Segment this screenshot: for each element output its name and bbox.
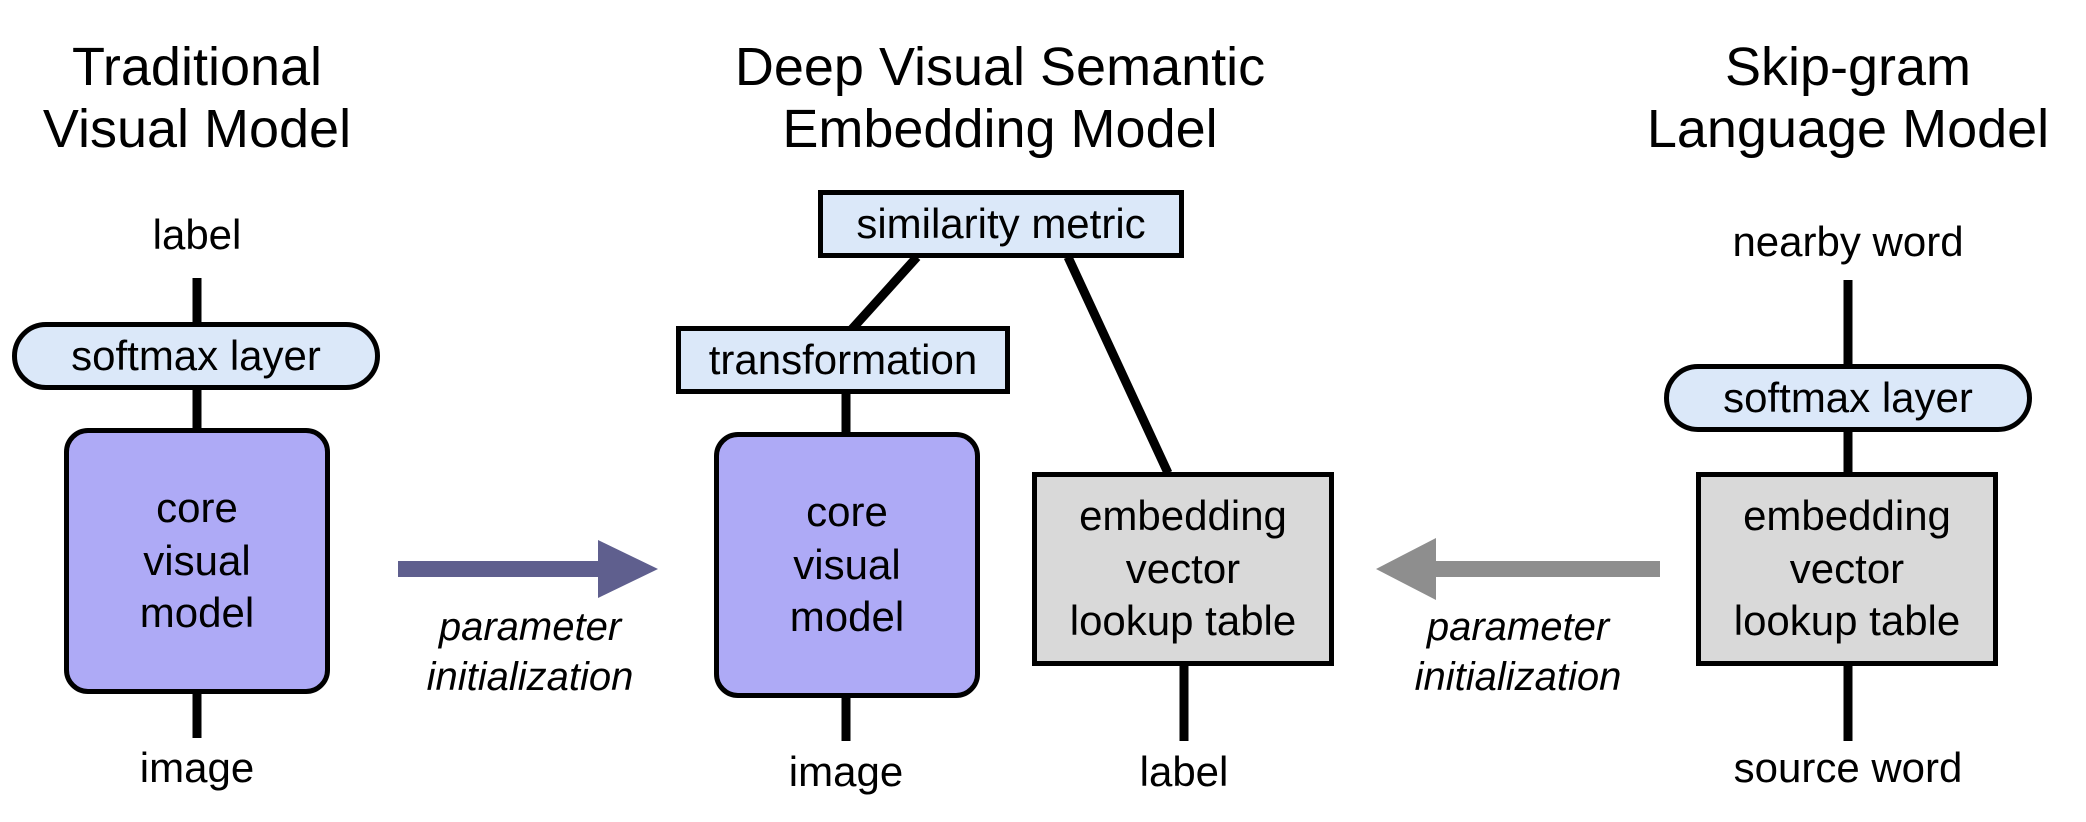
left-arrow-caption-line1: parameter bbox=[438, 605, 622, 649]
right-embedding-table: embedding vector lookup table bbox=[1696, 472, 1998, 666]
left-title: Traditional Visual Model bbox=[0, 36, 394, 160]
middle-embedding-table: embedding vector lookup table bbox=[1032, 472, 1334, 666]
middle-title-line2: Embedding Model bbox=[782, 99, 1218, 159]
left-arrow-caption: parameter initialization bbox=[400, 602, 660, 702]
right-top-label: nearby word bbox=[1732, 218, 1964, 265]
middle-embed-line1: embedding bbox=[1079, 492, 1287, 540]
left-bottom-label: image bbox=[139, 744, 255, 791]
similarity-transformation-connector bbox=[848, 253, 921, 333]
middle-title: Deep Visual Semantic Embedding Model bbox=[650, 36, 1350, 160]
middle-image-label: image bbox=[788, 748, 904, 795]
left-core-line1: core bbox=[156, 484, 238, 532]
right-softmax-label: softmax layer bbox=[1723, 373, 1973, 421]
right-arrow-caption: parameter initialization bbox=[1388, 602, 1648, 702]
right-softmax-layer: softmax layer bbox=[1664, 364, 2032, 432]
right-embed-line2: vector bbox=[1789, 544, 1905, 592]
similarity-metric-label: similarity metric bbox=[856, 199, 1146, 247]
right-title-line2: Language Model bbox=[1646, 99, 2050, 159]
similarity-embedding-connector bbox=[1063, 255, 1173, 475]
left-top-label: label bbox=[152, 211, 242, 258]
right-embed-line1: embedding bbox=[1743, 492, 1951, 540]
left-title-line2: Visual Model bbox=[42, 99, 352, 159]
right-title: Skip-gram Language Model bbox=[1620, 36, 2076, 160]
right-arrow bbox=[1376, 538, 1660, 600]
middle-embed-line3: lookup table bbox=[1069, 597, 1297, 645]
left-softmax-label: softmax layer bbox=[71, 331, 321, 379]
left-arrow bbox=[398, 540, 658, 598]
left-title-line1: Traditional bbox=[71, 37, 323, 97]
transformation-box: transformation bbox=[676, 326, 1010, 394]
middle-core-line1: core bbox=[806, 488, 888, 536]
left-softmax-layer: softmax layer bbox=[12, 322, 380, 390]
middle-core-line2: visual bbox=[793, 540, 901, 588]
right-arrow-caption-line2: initialization bbox=[1414, 655, 1622, 699]
right-bottom-label: source word bbox=[1733, 744, 1963, 791]
middle-embed-line2: vector bbox=[1125, 544, 1241, 592]
transformation-label: transformation bbox=[708, 335, 978, 383]
left-core-line2: visual bbox=[143, 536, 251, 584]
left-core-line3: model bbox=[139, 589, 255, 637]
similarity-metric-box: similarity metric bbox=[818, 190, 1184, 258]
left-core-visual-model: core visual model bbox=[64, 428, 330, 694]
middle-label-label: label bbox=[1139, 748, 1229, 795]
right-arrow-caption-line1: parameter bbox=[1426, 605, 1610, 649]
middle-core-visual-model: core visual model bbox=[714, 432, 980, 698]
right-embed-line3: lookup table bbox=[1733, 597, 1961, 645]
middle-core-line3: model bbox=[789, 593, 905, 641]
right-title-line1: Skip-gram bbox=[1724, 37, 1972, 97]
left-arrow-caption-line2: initialization bbox=[426, 655, 634, 699]
middle-title-line1: Deep Visual Semantic bbox=[734, 37, 1266, 97]
